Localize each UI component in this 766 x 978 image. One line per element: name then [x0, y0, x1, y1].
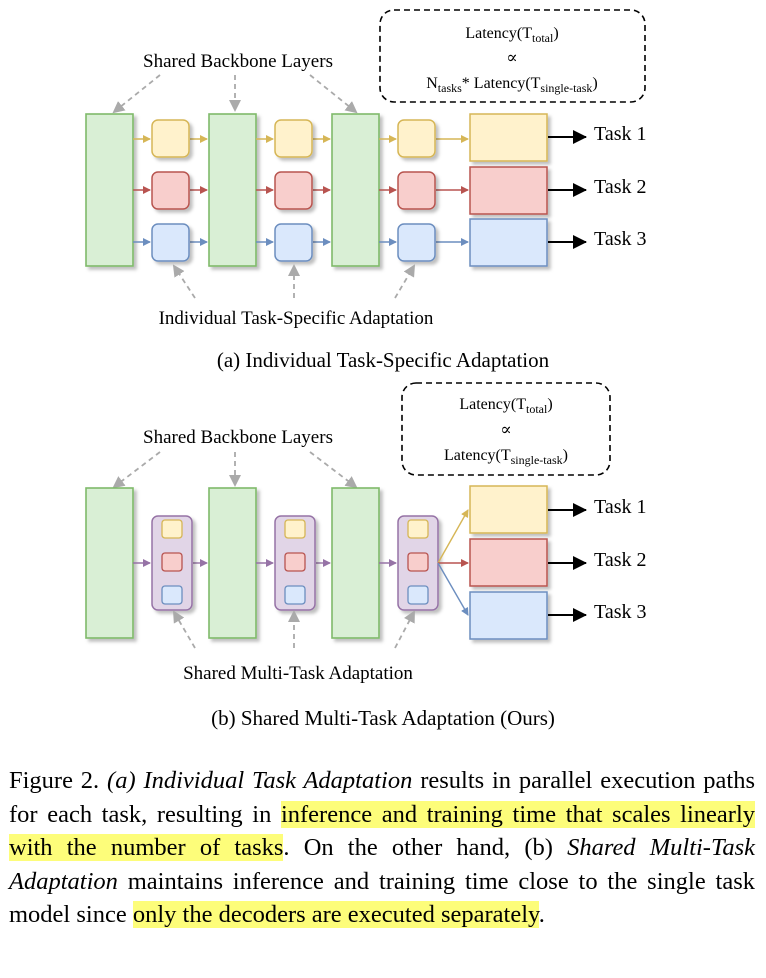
figure-number: Figure 2. [9, 767, 108, 794]
latency-box-a [379, 9, 646, 103]
panel-a: Latency(Ttotal) ∝ Ntasks* Latency(Tsingl… [85, 9, 646, 372]
backbone-layer-b1 [85, 487, 134, 639]
backbone-label-b: Shared Backbone Layers [143, 427, 333, 448]
adaptation-label-a: Individual Task-Specific Adaptation [159, 308, 434, 329]
decoder-task2-b [469, 538, 548, 587]
caption-term-b: Shared Multi-Task Adaptation [9, 834, 756, 895]
adapter-task3-a1 [151, 223, 190, 262]
adapter-task1-a2 [274, 119, 313, 158]
adapter-task2-a2 [274, 171, 313, 210]
latency-formula-a-line2: Ntasks* Latency(Tsingle-task) [426, 75, 598, 95]
task-label-a2: Task 2 [594, 176, 646, 198]
adaptation-label-b: Shared Multi-Task Adaptation [183, 663, 413, 684]
backbone-layer-a1 [85, 113, 134, 267]
task-label-a3: Task 3 [594, 228, 646, 250]
caption-term-a: (a) Individual Task Adaptation [107, 767, 413, 794]
proportional-symbol-a: ∝ [506, 48, 518, 67]
highlight-2: only the decoders are executed separatel… [132, 901, 539, 928]
task-label-b1: Task 1 [594, 496, 646, 518]
panel-b: Latency(Ttotal) ∝ Latency(Tsingle-task) … [85, 382, 646, 730]
adapter-task1-a3 [397, 119, 436, 158]
adapter-task2-a1 [151, 171, 190, 210]
task-label-b3: Task 3 [594, 601, 646, 623]
backbone-layer-a2 [208, 113, 257, 267]
backbone-pointer-a3 [309, 74, 358, 114]
backbone-layer-b2 [208, 487, 257, 639]
latency-formula-b-line2: Latency(Tsingle-task) [444, 447, 568, 467]
decoder-task1-b [469, 485, 548, 534]
task-label-b2: Task 2 [594, 549, 646, 571]
backbone-layer-a3 [331, 113, 380, 267]
decoder-task1-a [469, 113, 548, 162]
latency-box-b [401, 382, 611, 476]
backbone-pointer-a1 [112, 74, 161, 114]
adapter-task3-a3 [397, 223, 436, 262]
adapter-task1-a1 [151, 119, 190, 158]
proportional-symbol-b: ∝ [500, 420, 512, 439]
adapter-task3-a2 [274, 223, 313, 262]
adapter-task2-a3 [397, 171, 436, 210]
figure-caption: Figure 2. (a) Individual Task Adaptation… [9, 767, 756, 928]
latency-formula-b-line1: Latency(Ttotal) [459, 396, 552, 416]
figure-diagram: Latency(Ttotal) ∝ Ntasks* Latency(Tsingl… [85, 9, 646, 730]
subfigure-caption-b: (b) Shared Multi-Task Adaptation (Ours) [211, 706, 555, 730]
decoder-task2-a [469, 166, 548, 215]
subfigure-caption-a: (a) Individual Task-Specific Adaptation [217, 348, 550, 372]
task-label-a1: Task 1 [594, 123, 646, 145]
backbone-label-a: Shared Backbone Layers [143, 51, 333, 72]
latency-formula-a-line1: Latency(Ttotal) [465, 25, 558, 45]
decoder-task3-a [469, 218, 548, 267]
decoder-task3-b [469, 591, 548, 640]
backbone-layer-b3 [331, 487, 380, 639]
